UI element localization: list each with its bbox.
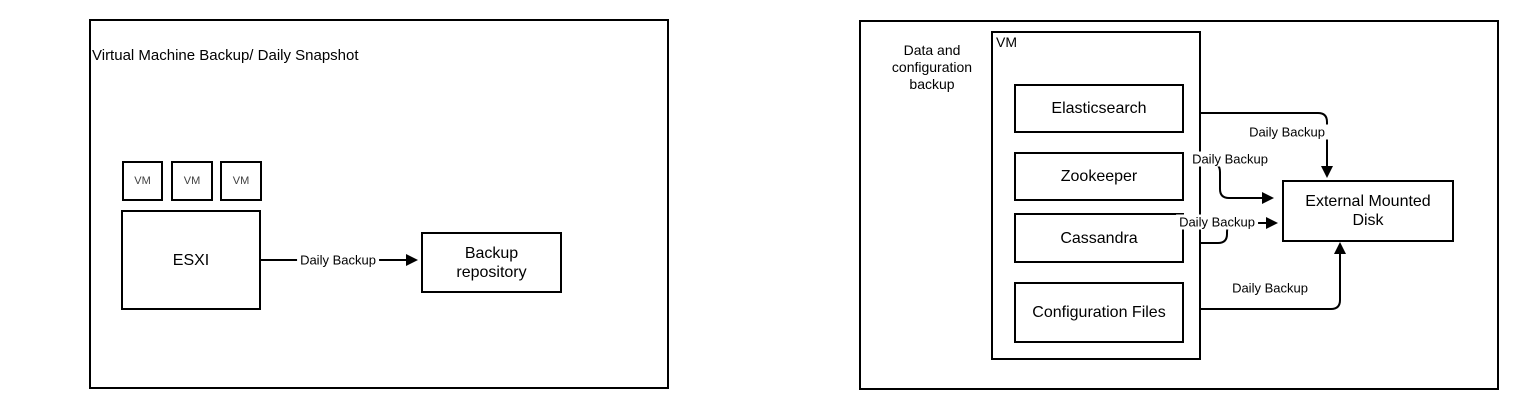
elasticsearch-label: Elasticsearch (1051, 100, 1147, 117)
zookeeper-node: Zookeeper (1014, 152, 1184, 201)
right-diagram-label: Data and configuration backup (891, 42, 973, 92)
edge-label-cassandra-daily-backup: Daily Backup (1176, 214, 1258, 230)
elasticsearch-node: Elasticsearch (1014, 84, 1184, 133)
left-diagram-title: Virtual Machine Backup/ Daily Snapshot (92, 47, 359, 64)
configuration-files-node: Configuration Files (1014, 282, 1184, 343)
edge-configfiles-to-disk (1180, 242, 1346, 310)
configuration-files-label: Configuration Files (1032, 304, 1166, 321)
vm-container-label: VM (996, 34, 1017, 50)
vm-node-2: VM (171, 161, 213, 201)
vm-node-3-label: VM (232, 174, 250, 187)
edge-elasticsearch-to-disk (1180, 112, 1333, 178)
zookeeper-label: Zookeeper (1060, 168, 1138, 185)
backup-repository-label: Backup repository (456, 244, 527, 281)
vm-container: VM Elasticsearch Zookeeper Cassandra Con… (991, 31, 1201, 360)
esxi-node-label: ESXI (172, 251, 210, 269)
data-config-backup-diagram: Data and configuration backup VM Elastic… (859, 20, 1499, 390)
edge-label-zookeeper-daily-backup: Daily Backup (1189, 151, 1271, 167)
esxi-node: ESXI (121, 210, 261, 310)
vm-node-3: VM (220, 161, 262, 201)
edge-label-configfiles-daily-backup: Daily Backup (1229, 280, 1311, 296)
external-mounted-disk-node: External Mounted Disk (1282, 180, 1454, 242)
edge-label-esxi-daily-backup: Daily Backup (297, 252, 379, 268)
vm-node-1-label: VM (134, 174, 151, 187)
vm-backup-diagram: Virtual Machine Backup/ Daily Snapshot V… (89, 19, 669, 389)
vm-node-1: VM (122, 161, 163, 201)
backup-repository-node: Backup repository (421, 232, 562, 293)
external-mounted-disk-label: External Mounted Disk (1305, 193, 1431, 229)
cassandra-node: Cassandra (1014, 213, 1184, 263)
cassandra-label: Cassandra (1060, 229, 1138, 247)
edge-label-elasticsearch-daily-backup: Daily Backup (1246, 124, 1328, 140)
vm-node-2-label: VM (183, 174, 201, 187)
